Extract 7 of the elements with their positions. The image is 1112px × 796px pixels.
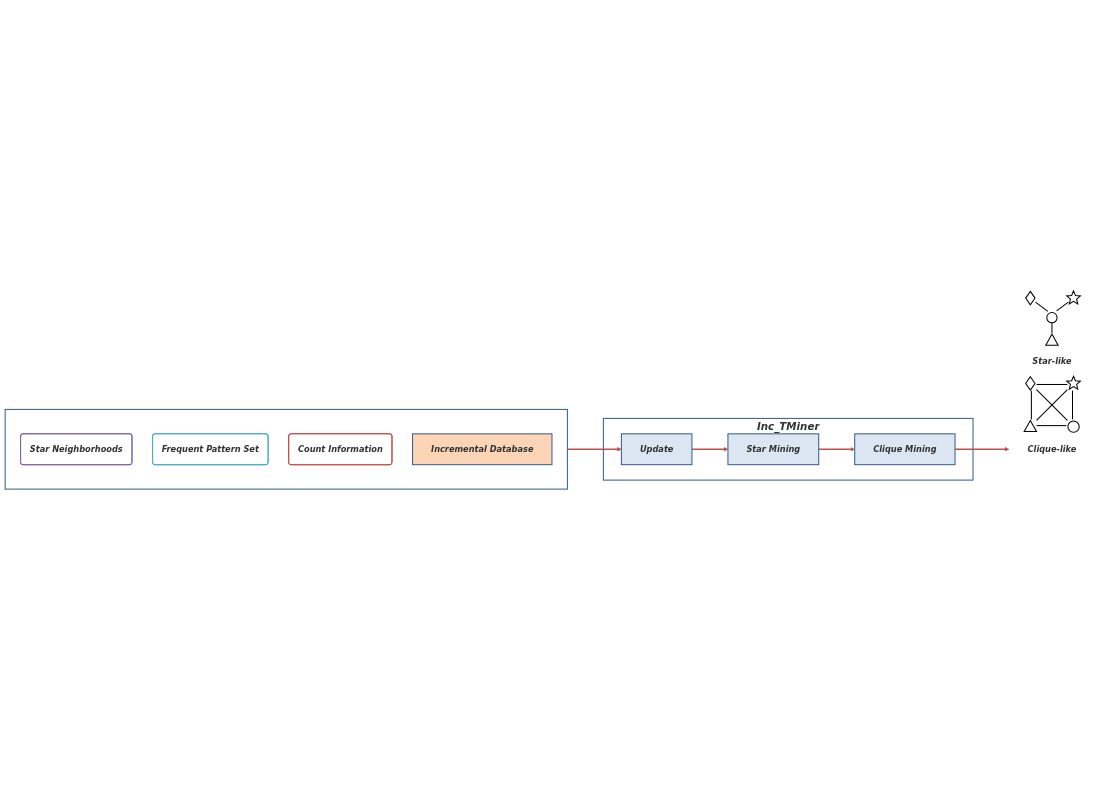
node-label: Clique-like <box>1027 444 1077 454</box>
cluster <box>4 408 568 490</box>
node-box: Update <box>620 433 693 466</box>
node-label: Star-like <box>1032 356 1072 367</box>
node-box: Incremental Database <box>412 433 553 466</box>
node-box: Clique Mining <box>854 433 956 466</box>
node-box: Star Mining <box>727 433 820 466</box>
